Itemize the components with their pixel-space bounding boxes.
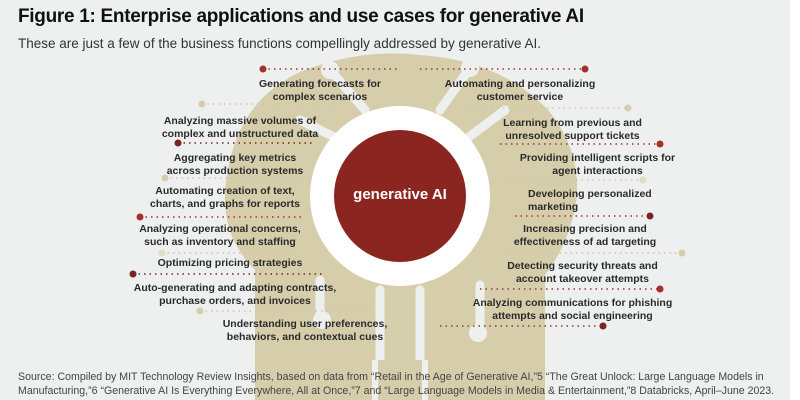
use-case-label: Learning from previous and unresolved su… [503,117,642,142]
use-case-label: Generating forecasts for complex scenari… [259,78,381,103]
use-case-label: Optimizing pricing strategies [157,257,303,269]
use-case-label: Increasing precision and effectiveness o… [513,223,657,248]
use-case-label: Aggregating key metrics across productio… [166,152,304,177]
figure-subtitle: These are just a few of the business fun… [18,36,542,51]
core-circle [334,130,466,262]
use-case-label: Analyzing massive volumes of complex and… [161,115,319,140]
source-note: Source: Compiled by MIT Technology Revie… [18,371,775,397]
circuit-traces [295,63,510,365]
use-case-label: Developing personalized marketing [528,188,652,213]
use-case-label: Automating and personalizing customer se… [444,78,596,103]
use-case-label: Analyzing operational concerns, such as … [139,223,301,248]
circuit-nodes [313,59,487,342]
use-case-label: Providing intelligent scripts for agent … [519,152,676,177]
center-label: generative AI [353,186,447,203]
connector-dots [129,65,686,330]
use-case-label: Understanding user preferences, behavior… [222,318,388,343]
bulb-base [345,360,455,400]
use-case-label: Automating creation of text, charts, and… [150,185,300,210]
use-case-label: Analyzing communications for phishing at… [472,297,673,322]
connector-lines [133,68,682,327]
use-case-label: Auto-generating and adapting contracts, … [133,282,337,307]
figure-title: Figure 1: Enterprise applications and us… [18,6,584,27]
use-case-label: Detecting security threats and account t… [507,260,658,285]
